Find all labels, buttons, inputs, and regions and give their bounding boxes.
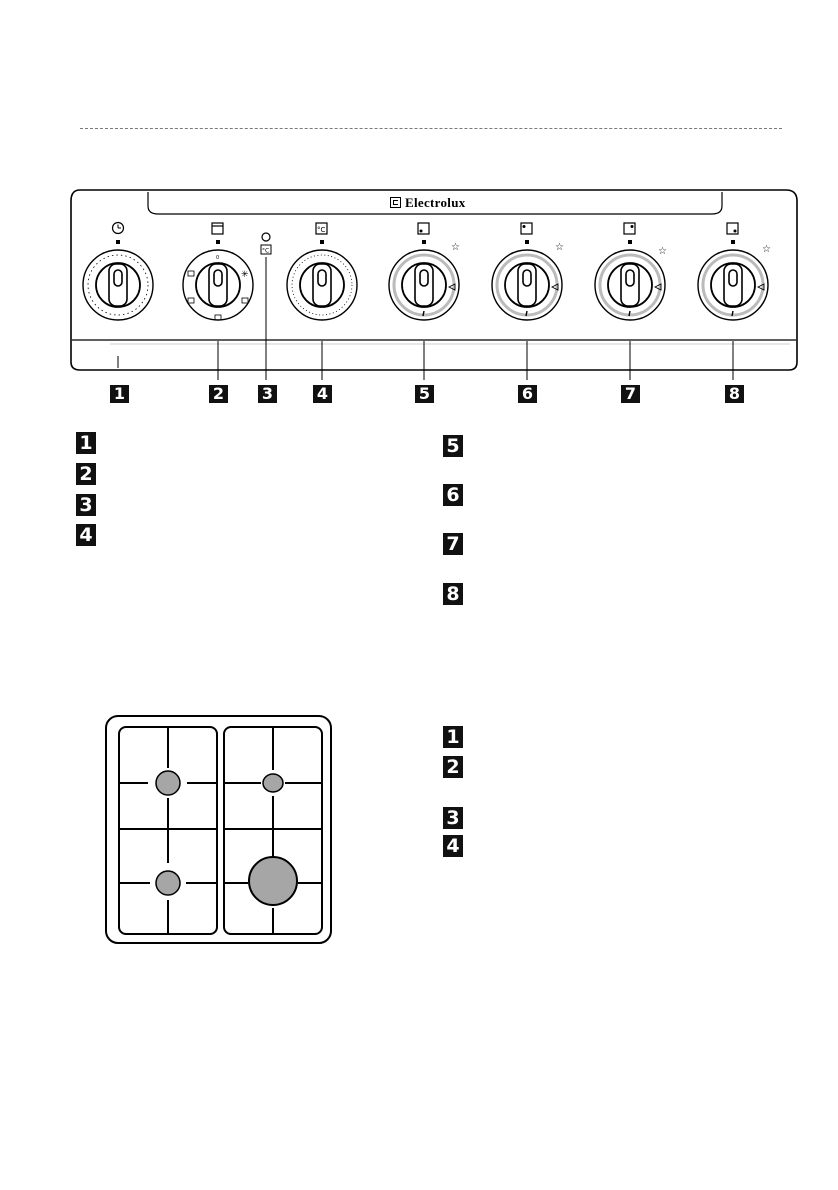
legend-left-3: 3 <box>76 494 96 516</box>
burner-knob-5[interactable] <box>388 249 460 321</box>
hob-legend-2: 2 <box>443 756 463 778</box>
timer-knob[interactable] <box>82 249 154 321</box>
hob-legend-1: 1 <box>443 726 463 748</box>
logo-plate <box>147 192 723 215</box>
panel-label-6: 6 <box>518 385 537 403</box>
knob-4-marker <box>320 240 324 244</box>
burner-rear-left <box>155 770 181 796</box>
control-panel-diagram: ✳ 0 °C °C ☆ <box>70 189 798 380</box>
legend-right-8: 8 <box>443 583 463 605</box>
burner-rear-right <box>262 773 284 793</box>
spark-icon: ☆ <box>762 244 771 255</box>
legend-left-2: 2 <box>76 463 96 485</box>
knob-1-marker <box>116 240 120 244</box>
burner-knob-7[interactable] <box>594 249 666 321</box>
temperature-knob[interactable] <box>286 249 358 321</box>
panel-label-5: 5 <box>415 385 434 403</box>
clock-icon <box>111 221 125 235</box>
legend-left-4: 4 <box>76 524 96 546</box>
panel-label-2: 2 <box>209 385 228 403</box>
svg-text:°C: °C <box>262 248 269 255</box>
panel-label-8: 8 <box>725 385 744 403</box>
hob-legend-4: 4 <box>443 835 463 857</box>
burner-front-left <box>155 870 181 896</box>
panel-label-3: 3 <box>258 385 277 403</box>
burner-rear-right-icon <box>726 222 739 235</box>
knob-2-marker <box>216 240 220 244</box>
panel-label-7: 7 <box>621 385 640 403</box>
burner-rear-left-icon <box>417 222 430 235</box>
spark-icon: ☆ <box>658 246 667 257</box>
header-divider <box>80 128 782 129</box>
burner-knob-8[interactable] <box>697 249 769 321</box>
legend-right-7: 7 <box>443 533 463 555</box>
brand-logo: Electrolux <box>390 195 466 211</box>
knob-8-marker <box>731 240 735 244</box>
spark-icon: ☆ <box>555 242 564 253</box>
spark-icon: ☆ <box>451 242 460 253</box>
thermostat-light-icon: °C <box>260 232 272 255</box>
oven-function-knob[interactable]: ✳ 0 <box>182 249 254 321</box>
burner-front-right-large <box>248 856 298 906</box>
oven-function-icon <box>211 222 224 235</box>
svg-text:✳: ✳ <box>241 270 249 280</box>
brand-name: Electrolux <box>405 195 466 210</box>
burner-front-left-icon <box>520 222 533 235</box>
legend-right-5: 5 <box>443 435 463 457</box>
svg-text:°C: °C <box>317 226 326 234</box>
burner-knob-6[interactable] <box>491 249 563 321</box>
knob-5-marker <box>422 240 426 244</box>
legend-right-6: 6 <box>443 484 463 506</box>
panel-label-4: 4 <box>313 385 332 403</box>
knob-6-marker <box>525 240 529 244</box>
knob-7-marker <box>628 240 632 244</box>
temperature-icon: °C <box>315 222 328 235</box>
electrolux-logo-icon <box>390 197 401 208</box>
panel-label-1: 1 <box>110 385 129 403</box>
burner-front-right-icon <box>623 222 636 235</box>
svg-text:0: 0 <box>216 255 219 261</box>
legend-left-1: 1 <box>76 432 96 454</box>
hob-legend-3: 3 <box>443 807 463 829</box>
